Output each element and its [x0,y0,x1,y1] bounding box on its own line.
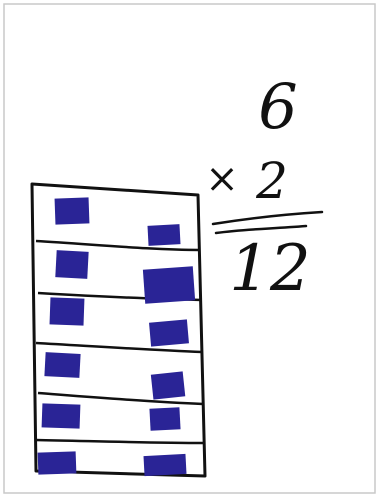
array-square [50,297,85,325]
array-square [147,224,180,246]
array-square [149,407,180,431]
array-square [151,371,185,399]
array-square [144,454,187,476]
times-sign: × [205,156,239,202]
array-square [149,319,189,346]
array-square [44,352,80,378]
product: 12 [229,232,310,306]
multiplicand: 6 [258,70,297,143]
array-square [38,451,77,474]
array-square [143,266,195,303]
multiplier: 2 [255,152,288,210]
array-square [42,403,81,428]
array-square [55,197,90,224]
array-square [55,250,88,279]
